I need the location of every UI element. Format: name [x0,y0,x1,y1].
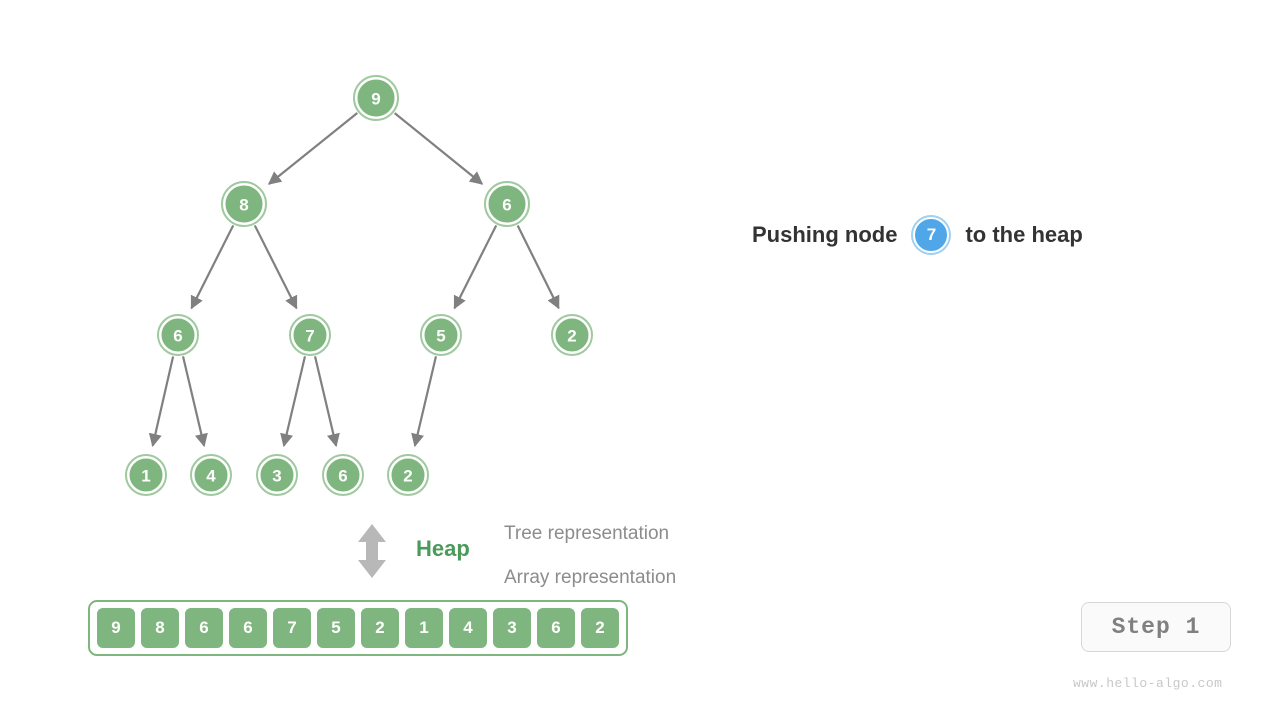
tree-node-ring [322,454,364,496]
tree-node-circle [223,183,265,225]
tree-node-circle [192,456,230,494]
tree-node: 8 [221,181,267,227]
tree-edge [190,224,235,310]
binary-tree-diagram: 9 8 6 6 7 5 2 1 4 3 6 2 [125,75,593,496]
tree-edge [516,225,560,310]
tree-node: 6 [322,454,364,496]
tree-node-ring [190,454,232,496]
status-message: Pushing node 7 to the heap [752,216,1083,254]
tree-node: 3 [256,454,298,496]
heap-label: Heap [416,536,470,561]
array-cell: 2 [359,606,401,650]
tree-node-circle [324,456,362,494]
tree-node: 6 [157,314,199,356]
tree-node-value: 4 [206,467,216,486]
tree-node-value: 8 [239,196,248,215]
tree-node-circle [553,316,591,354]
tree-edge [253,224,298,310]
tree-node-circle [127,456,165,494]
tree-node-value: 2 [403,467,412,486]
array-representation-label: Array representation [504,567,677,588]
tree-node-ring [353,75,399,121]
tree-edge [313,356,340,448]
tree-node-ring [221,181,267,227]
tree-node-ring [289,314,331,356]
tree-node-value: 2 [567,327,576,346]
pushed-node-badge: 7 [913,217,950,253]
array-cell: 2 [579,606,621,650]
array-cell: 3 [491,606,533,650]
tree-node-value: 1 [141,467,150,486]
tree-node: 2 [387,454,429,496]
array-cell: 5 [315,606,357,650]
array-cell: 6 [227,606,269,650]
tree-node-value: 3 [272,467,281,486]
up-down-arrow-icon [358,524,386,578]
tree-node-ring [484,181,530,227]
tree-representation-label: Tree representation [504,523,670,544]
tree-edge [453,224,498,310]
array-cell: 9 [95,606,137,650]
tree-node-ring [157,314,199,356]
step-indicator: Step 1 [1081,602,1231,652]
tree-node-ring [256,454,298,496]
array-cell: 4 [447,606,489,650]
tree-node-value: 6 [173,327,182,346]
tree-node-ring [387,454,429,496]
tree-node-circle [159,316,197,354]
tree-edge [267,112,358,185]
tree-node-circle [355,77,397,119]
tree-edge [393,112,484,185]
tree-node: 6 [484,181,530,227]
tree-edge [280,356,307,448]
tree-node-ring [551,314,593,356]
tree-node-circle [389,456,427,494]
array-cell: 8 [139,606,181,650]
array-cell: 7 [271,606,313,650]
tree-nodes: 9 8 6 6 7 5 2 1 4 3 6 2 [125,75,593,496]
representation-labels: Tree representation Array representation [504,512,754,600]
tree-node-circle [291,316,329,354]
status-prefix-text: Pushing node [752,222,898,247]
array-cell: 6 [535,606,577,650]
tree-node: 9 [353,75,399,121]
status-suffix-text: to the heap [965,222,1083,247]
tree-node-circle [422,316,460,354]
representation-legend: Heap Tree representation Array represent… [352,512,752,592]
tree-node: 1 [125,454,167,496]
tree-node: 4 [190,454,232,496]
site-watermark: www.hello-algo.com [1073,676,1223,691]
array-cell: 6 [183,606,225,650]
tree-node-value: 7 [305,327,314,346]
array-cell: 1 [403,606,445,650]
tree-node-value: 6 [502,196,511,215]
tree-node-ring [420,314,462,356]
tree-edge [148,356,175,448]
tree-edge [181,356,208,448]
tree-node: 5 [420,314,462,356]
tree-node-ring [125,454,167,496]
tree-edges [148,112,560,448]
tree-node: 2 [551,314,593,356]
tree-edge [411,356,438,448]
tree-node-circle [486,183,528,225]
tree-node-value: 5 [436,327,445,346]
tree-node-value: 9 [371,90,380,109]
tree-node-circle [258,456,296,494]
tree-node-value: 6 [338,467,347,486]
tree-node: 7 [289,314,331,356]
